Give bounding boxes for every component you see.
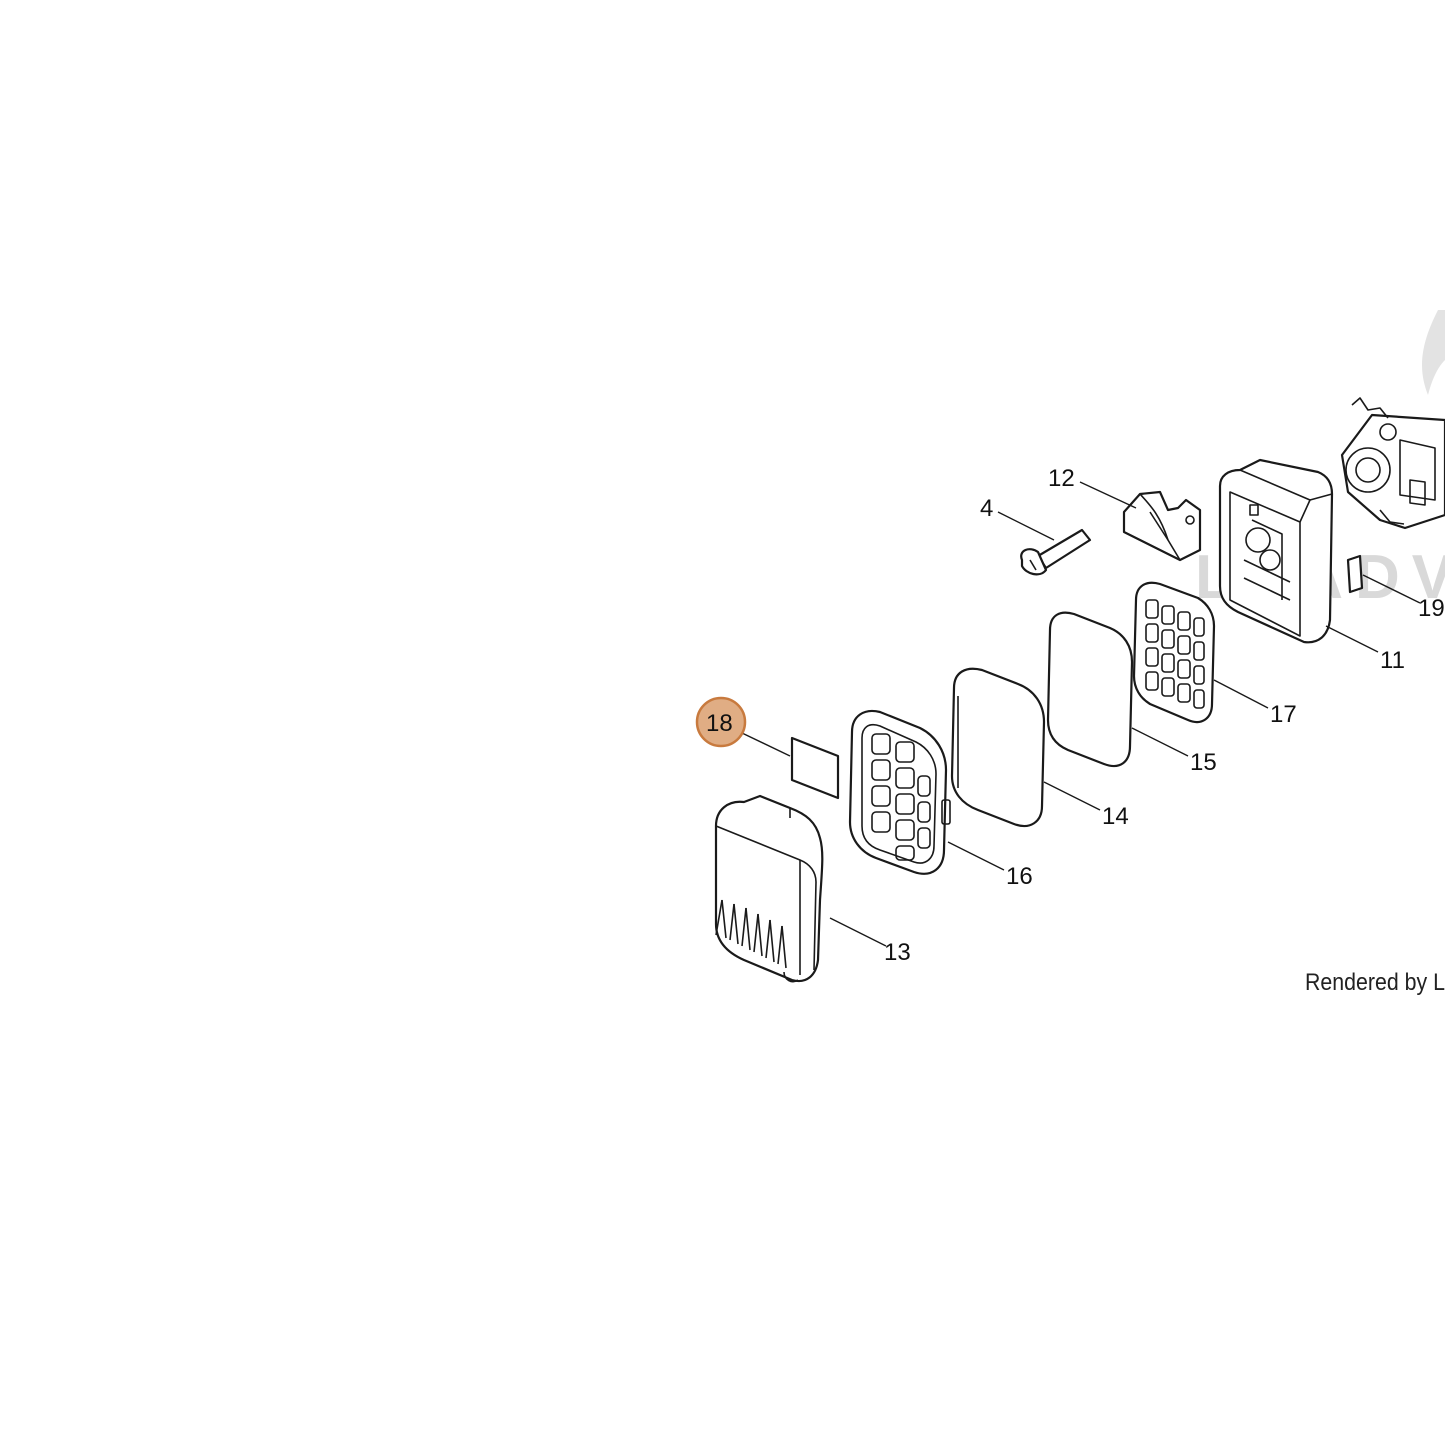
part-16-grid-frame[interactable] — [848, 709, 951, 875]
part-4-bolt[interactable] — [1020, 528, 1092, 576]
part-15-filter-pad[interactable] — [1046, 611, 1134, 768]
part-19-gasket[interactable] — [1346, 554, 1364, 594]
part-carburetor[interactable] — [1340, 397, 1445, 530]
callout-13[interactable]: 13 — [884, 939, 911, 966]
part-17-grid-element[interactable] — [1132, 581, 1216, 724]
part-14-filter-foam[interactable] — [950, 667, 1046, 828]
callout-4[interactable]: 4 — [980, 495, 993, 522]
rendered-by-credit: Rendered by L — [1305, 969, 1445, 996]
callout-17[interactable]: 17 — [1270, 701, 1297, 728]
part-11-filter-base[interactable] — [1218, 458, 1334, 644]
callout-19[interactable]: 19 — [1418, 595, 1445, 622]
part-13-filter-cover[interactable] — [714, 794, 824, 983]
callout-18-highlight[interactable]: 18 — [695, 696, 747, 748]
callout-12[interactable]: 12 — [1048, 465, 1075, 492]
callout-15[interactable]: 15 — [1190, 749, 1217, 776]
callout-14[interactable]: 14 — [1102, 803, 1129, 830]
callout-11[interactable]: 11 — [1380, 647, 1405, 674]
part-18-label[interactable] — [790, 736, 840, 800]
part-12-bracket[interactable] — [1122, 490, 1202, 562]
callout-16[interactable]: 16 — [1006, 863, 1033, 890]
callout-18: 18 — [706, 710, 733, 737]
